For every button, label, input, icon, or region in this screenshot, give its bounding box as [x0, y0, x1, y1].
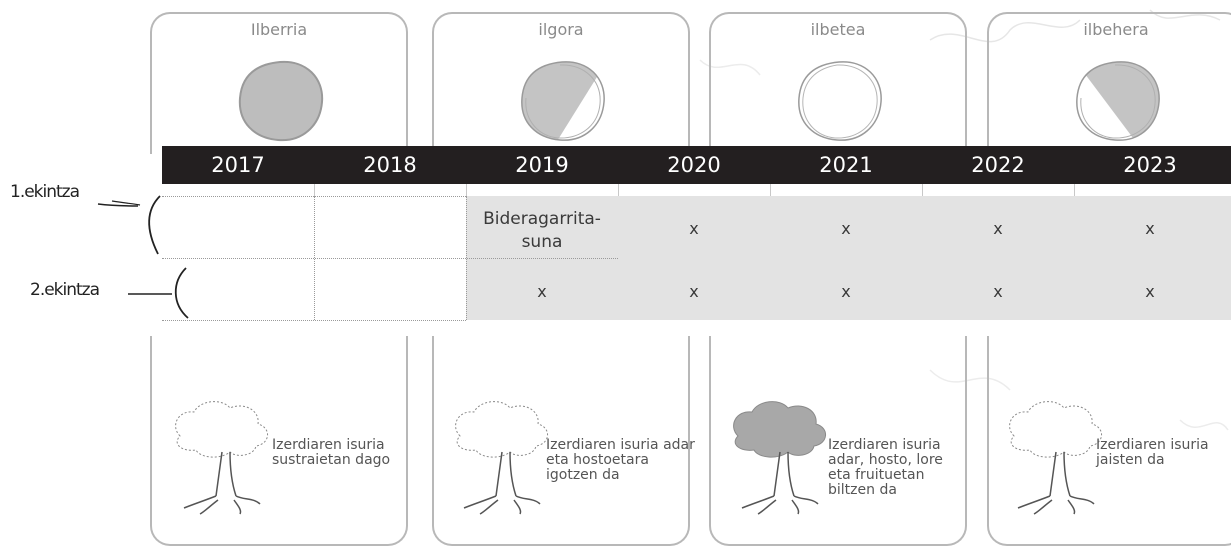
year-label: 2021: [819, 153, 873, 177]
row-label-2: 2.ekintza: [30, 280, 100, 300]
cell-text-line: suna: [521, 232, 563, 252]
phase-description: Izerdiaren isuria adar, hosto, lore eta …: [828, 437, 943, 498]
cell-bideragarritasuna: Bideragarrita- suna: [466, 208, 618, 254]
grid-line: [314, 196, 315, 320]
phase-title: ilbetea: [810, 20, 866, 39]
phase-card-ilberria: Ilberria: [150, 12, 408, 154]
year-label: 2018: [363, 153, 417, 177]
phase-description: Izerdiaren isuria jaisten da: [1096, 437, 1209, 468]
leafy-tree-icon: [733, 401, 826, 515]
cell-mark: x: [841, 282, 851, 301]
cell-text-line: Bideragarrita-: [483, 209, 601, 229]
full-moon-icon: [798, 61, 882, 141]
cell-mark: x: [689, 282, 699, 301]
tick: [314, 184, 315, 196]
tick: [1074, 184, 1075, 196]
cell-mark: x: [993, 282, 1003, 301]
phase-description: Izerdiaren isuria sustraietan dago: [272, 437, 391, 468]
phase-card-ilbetea: ilbetea: [709, 12, 967, 154]
year-label: 2023: [1123, 153, 1177, 177]
new-moon-icon: [238, 60, 324, 142]
cell-mark: x: [841, 219, 851, 238]
bare-tree-icon: [175, 401, 268, 515]
row-label-1: 1.ekintza: [10, 182, 80, 202]
tick: [618, 184, 619, 196]
year-label: 2022: [971, 153, 1025, 177]
bracket-icon: [97, 195, 189, 319]
cell-mark: x: [1145, 219, 1155, 238]
cell-mark: x: [537, 282, 547, 301]
grid-line: [162, 258, 618, 259]
phase-title: Ilberria: [250, 20, 308, 39]
cell-mark: x: [689, 219, 699, 238]
shaded-area: [618, 196, 1231, 320]
year-label: 2017: [211, 153, 265, 177]
tick: [770, 184, 771, 196]
year-label: 2019: [515, 153, 569, 177]
years-bar: 2017 2018 2019 2020 2021 2022 2023: [162, 146, 1231, 184]
grid-line: [162, 320, 466, 321]
phase-description: Izerdiaren isuria adar eta hostoetara ig…: [546, 437, 695, 483]
phase-title: ilgora: [538, 20, 584, 39]
phase-title: ilbehera: [1083, 20, 1149, 39]
tick: [466, 184, 467, 196]
year-label: 2020: [667, 153, 721, 177]
bare-tree-icon: [1009, 401, 1102, 515]
waxing-moon-icon: [521, 61, 605, 141]
grid-line: [466, 196, 467, 320]
phase-card-ilgora: ilgora: [432, 12, 690, 154]
cell-mark: x: [993, 219, 1003, 238]
bare-tree-icon: [455, 401, 548, 515]
cell-mark: x: [1145, 282, 1155, 301]
waning-moon-icon: [1076, 61, 1160, 141]
tick: [922, 184, 923, 196]
phase-card-ilbehera: ilbehera: [987, 12, 1231, 154]
